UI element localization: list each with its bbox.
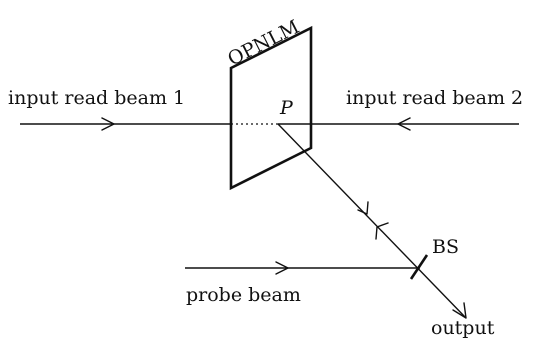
input-read-beam-1-label: input read beam 1: [8, 87, 185, 109]
bs-label: BS: [432, 236, 459, 258]
probe-beam-arrow: [275, 261, 289, 275]
input-read-beam-2-arrow: [397, 117, 411, 131]
diagonal-beam: [277, 123, 467, 319]
input-read-beam-1-arrow: [101, 117, 115, 131]
output-label: output: [431, 317, 495, 339]
diagonal-beam-up-arrow: [375, 222, 389, 240]
opnlm-plate: [229, 25, 313, 191]
point-p-label: P: [279, 97, 294, 119]
probe-beam-label: probe beam: [186, 284, 301, 306]
output-arrow: [452, 302, 467, 319]
diagonal-beam-down-arrow: [357, 201, 369, 215]
opnlm-label: OPNLM: [224, 16, 303, 71]
beam-splitter: [409, 254, 429, 280]
input-read-beam-2-label: input read beam 2: [346, 87, 523, 109]
